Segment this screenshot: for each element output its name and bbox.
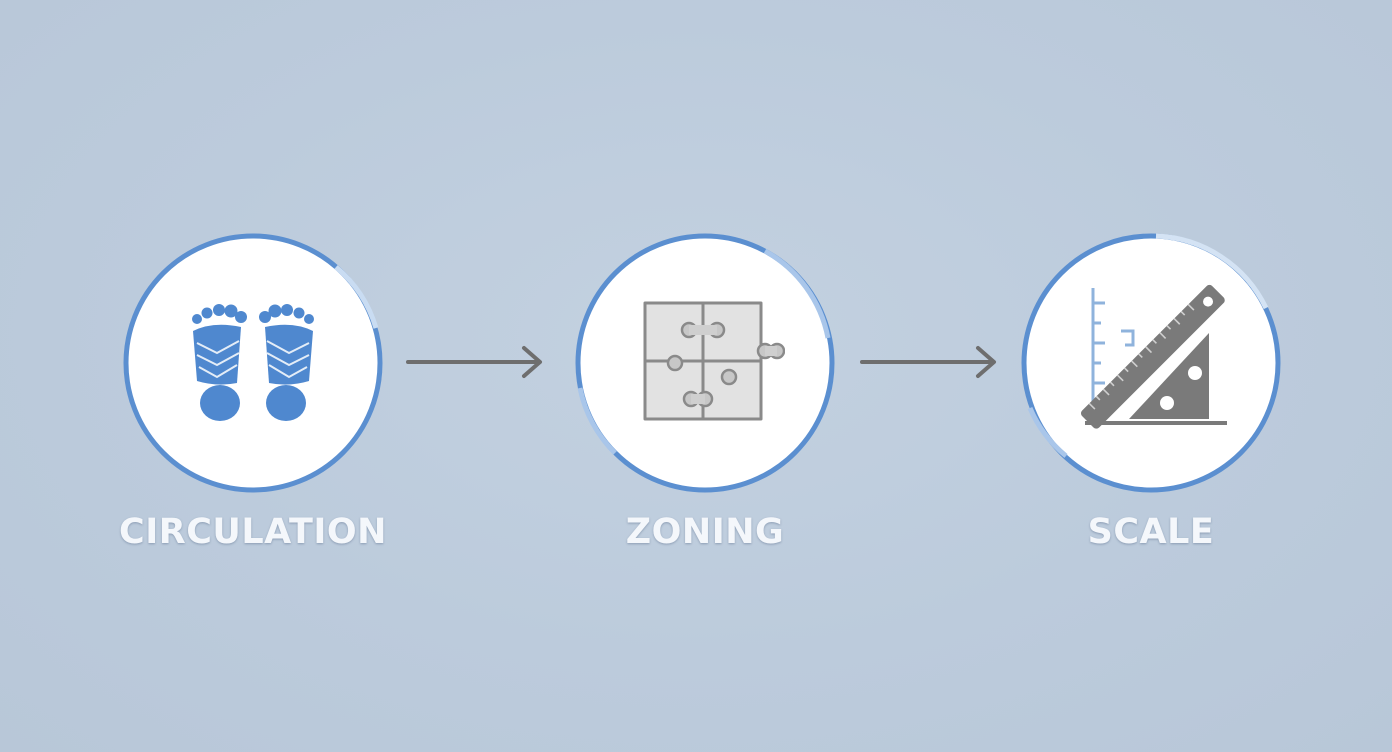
step-zoning: ZONING xyxy=(570,228,840,568)
step-label-scale: SCALE xyxy=(1087,512,1215,552)
arrow-right-icon xyxy=(860,346,996,378)
arrow-right-icon xyxy=(406,346,542,378)
step-scale: SCALE xyxy=(1016,228,1286,568)
puzzle-icon xyxy=(643,301,785,421)
step-label-zoning: ZONING xyxy=(625,512,785,552)
step-circle xyxy=(123,233,383,493)
footprints-icon xyxy=(192,304,314,421)
step-circulation: CIRCULATION xyxy=(118,228,388,568)
step-label-circulation: CIRCULATION xyxy=(119,512,387,552)
ruler-triangle-icon xyxy=(1081,284,1227,429)
